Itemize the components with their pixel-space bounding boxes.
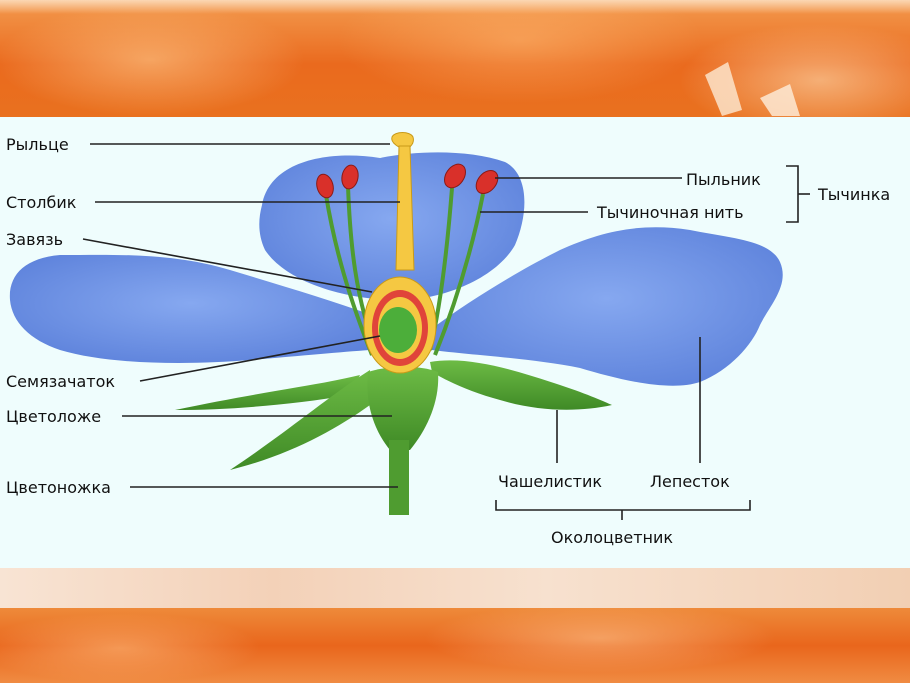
- label-filament: Тычиночная нить: [596, 203, 744, 222]
- right-petal: [430, 227, 783, 386]
- anther: [475, 169, 499, 195]
- decorative-top-band: [0, 0, 910, 117]
- right-sepal: [430, 360, 612, 410]
- left-sepal-back: [175, 375, 360, 410]
- anther: [316, 173, 334, 199]
- anther: [341, 164, 359, 190]
- decorative-middle-band: [0, 568, 910, 614]
- label-receptacle: Цветоложе: [6, 407, 101, 426]
- leader-lines: [82, 143, 810, 520]
- label-style: Столбик: [6, 193, 77, 212]
- label-stigma: Рыльце: [6, 135, 69, 154]
- label-ovary: Завязь: [6, 230, 63, 249]
- decorative-top-highlight: [0, 0, 910, 14]
- label-anther: Пыльник: [686, 170, 761, 189]
- decorative-bottom-band: [0, 608, 910, 683]
- left-sepal: [230, 370, 370, 470]
- label-stamen: Тычинка: [817, 185, 890, 204]
- receptacle: [367, 366, 439, 450]
- style: [395, 145, 415, 271]
- anther: [444, 163, 466, 189]
- label-pedicel: Цветоножка: [6, 478, 111, 497]
- pedicel: [389, 440, 409, 515]
- label-ovule: Семязачаток: [6, 372, 115, 391]
- ovule: [379, 307, 417, 353]
- label-perianth: Околоцветник: [551, 528, 673, 547]
- left-petal: [9, 254, 373, 363]
- decorative-crystals: [705, 62, 800, 116]
- label-petal: Лепесток: [650, 472, 730, 491]
- label-sepal: Чашелистик: [498, 472, 602, 491]
- pistil: [363, 132, 437, 374]
